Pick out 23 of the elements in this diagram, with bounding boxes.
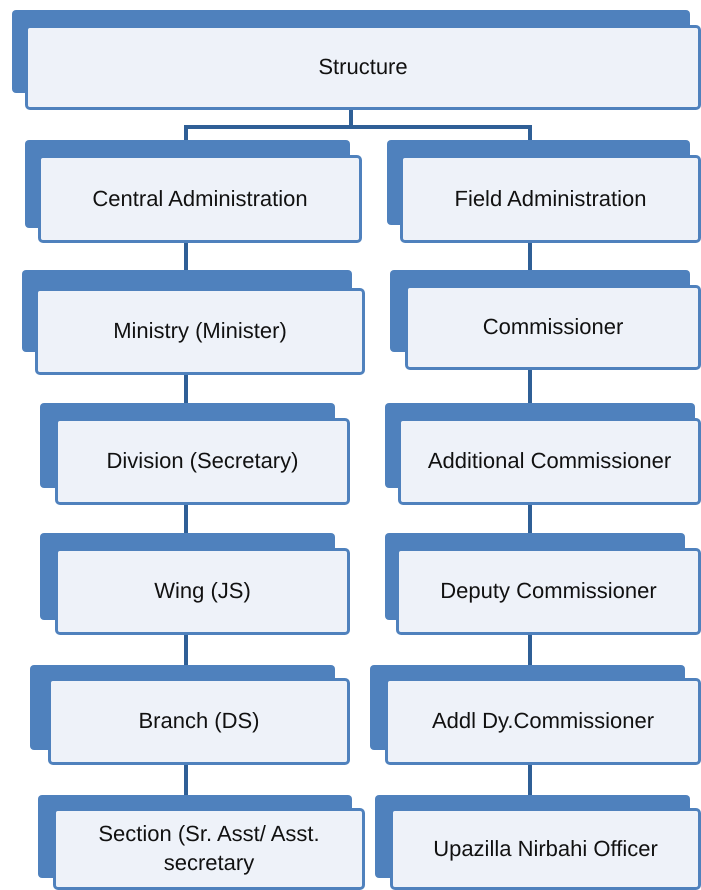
node-label: Ministry (Minister) [112, 317, 288, 346]
node-label: Wing (JS) [153, 577, 252, 606]
connector-line [528, 635, 532, 665]
node-label: Upazilla Nirbahi Officer [432, 834, 659, 863]
node-label: Deputy Commissioner [439, 577, 658, 606]
connector-line [528, 243, 532, 270]
node-label: Commissioner [482, 313, 624, 342]
node-label: Division (Secretary) [106, 447, 300, 476]
connector-line [528, 765, 532, 795]
connector-line [528, 370, 532, 403]
node-label: Branch (DS) [137, 707, 261, 736]
connector-line [184, 375, 188, 403]
connector-line [528, 505, 532, 533]
connector-line [184, 505, 188, 533]
node-label: Additional Commissioner [426, 447, 672, 476]
node-label: Addl Dy.Commissioner [430, 707, 656, 736]
connector-line [184, 765, 188, 795]
node-label: Central Administration [91, 184, 309, 213]
connector-line [184, 243, 188, 270]
node-label: Field Administration [454, 184, 648, 213]
connector-line [184, 635, 188, 665]
node-label: Structure [317, 53, 409, 82]
node-label: Section (Sr. Asst/ Asst. secretary [97, 820, 321, 877]
